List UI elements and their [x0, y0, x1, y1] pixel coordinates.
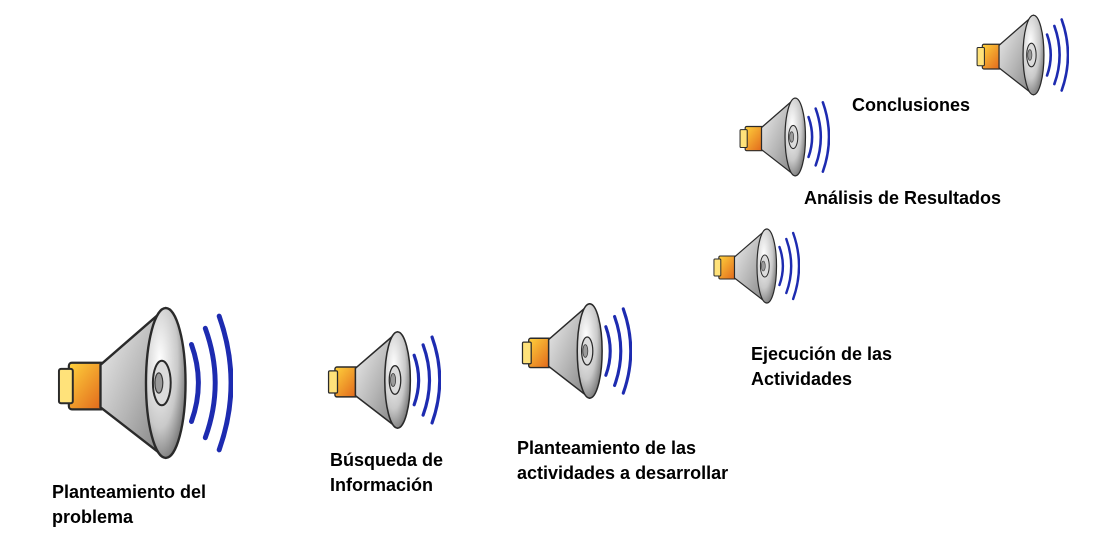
step-label-analisis-resultados: Análisis de Resultados	[804, 186, 1001, 211]
step-label-line: Análisis de Resultados	[804, 188, 1002, 208]
speaker-icon-planteamiento-actividades[interactable]	[520, 300, 632, 402]
sound-waves	[1045, 18, 1069, 92]
sound-waves	[807, 101, 830, 173]
speaker-glyph	[976, 14, 1045, 96]
step-label-planteamiento-problema: Planteamiento del problema	[52, 480, 206, 530]
step-label-line: Actividades	[751, 369, 853, 389]
step-label-line: Información	[330, 475, 434, 495]
speaker-icon-ejecucion-actividades[interactable]	[712, 226, 800, 306]
step-label-line: Búsqueda de	[330, 450, 444, 470]
speaker-glyph	[57, 306, 187, 460]
step-label-line: Conclusiones	[852, 95, 971, 115]
step-label-line: problema	[52, 507, 134, 527]
speaker-glyph	[521, 303, 603, 399]
step-label-conclusiones: Conclusiones	[852, 93, 970, 118]
speaker-icon-busqueda-informacion[interactable]	[326, 328, 441, 432]
speaker-glyph	[327, 331, 412, 429]
sound-waves	[188, 313, 233, 453]
speaker-icon-planteamiento-problema[interactable]	[55, 302, 233, 464]
step-label-busqueda-informacion: Búsqueda de Información	[330, 448, 443, 498]
sound-waves	[412, 335, 441, 425]
step-label-line: Ejecución de las	[751, 344, 893, 364]
step-label-line: Planteamiento del	[52, 482, 207, 502]
sound-waves	[604, 307, 632, 395]
step-label-planteamiento-actividades: Planteamiento de las actividades a desar…	[517, 436, 728, 486]
step-label-ejecucion-actividades: Ejecución de las Actividades	[751, 342, 892, 392]
sound-waves	[778, 231, 800, 301]
speaker-glyph	[713, 228, 778, 304]
speaker-icon-conclusiones[interactable]	[975, 12, 1069, 98]
step-label-line: actividades a desarrollar	[517, 463, 729, 483]
step-label-line: Planteamiento de las	[517, 438, 697, 458]
speaker-icon-analisis-resultados[interactable]	[738, 95, 830, 179]
speaker-glyph	[739, 97, 807, 177]
